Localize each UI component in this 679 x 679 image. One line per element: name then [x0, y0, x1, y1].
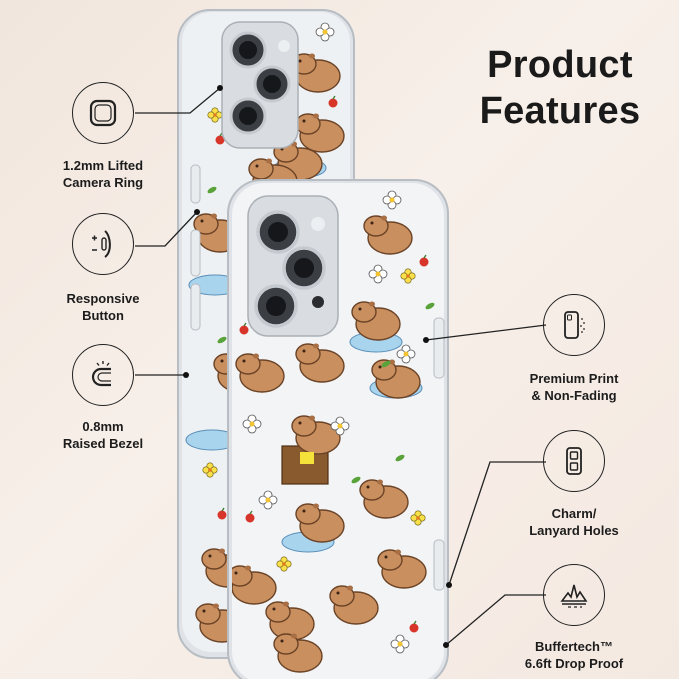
lanyard-hole-icon [543, 430, 605, 492]
print-icon [543, 294, 605, 356]
feature-lanyard-holes: Charm/ Lanyard Holes [529, 506, 619, 538]
feature-responsive-button: Responsive Button [66, 291, 140, 323]
bezel-icon [72, 344, 134, 406]
drop-proof-icon [543, 564, 605, 626]
camera-ring-icon [72, 82, 134, 144]
title-line-1: Product [487, 44, 633, 86]
page-title: Product Features [440, 42, 679, 134]
title-line-2: Features [479, 90, 641, 132]
front-phone-case [227, 179, 449, 679]
feature-raised-bezel: 0.8mm Raised Bezel [62, 419, 144, 451]
feature-premium-print: Premium Print & Non-Fading [529, 371, 619, 403]
feature-camera-ring: 1.2mm Lifted Camera Ring [62, 158, 144, 190]
button-icon [72, 213, 134, 275]
feature-drop-proof: Buffertech™ 6.6ft Drop Proof [524, 639, 624, 671]
